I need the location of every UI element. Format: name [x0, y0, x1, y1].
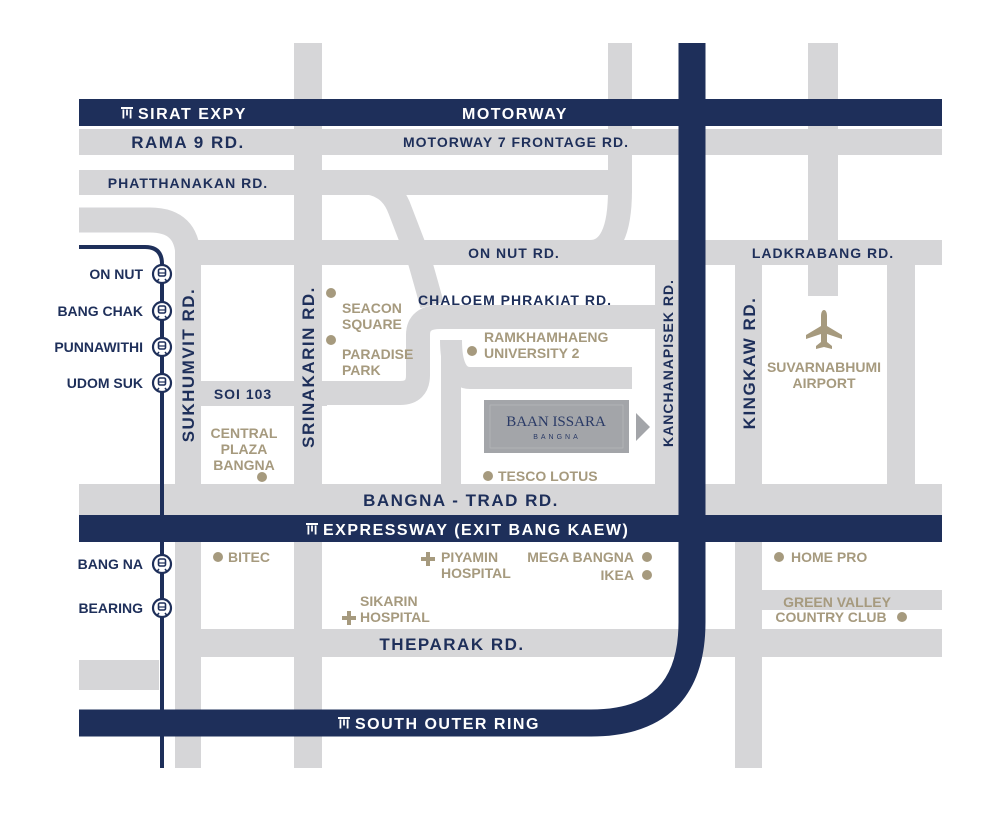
poi-dot-icon — [467, 346, 477, 356]
label-bangna-expressway: EXPRESSWAY (EXIT BANG KAEW) — [323, 522, 629, 539]
label-phatthanakan: PHATTHANAKAN RD. — [108, 175, 268, 191]
poi-dot-icon — [774, 552, 784, 562]
poi-dot-icon — [897, 612, 907, 622]
poi-central-line3: BANGNA — [213, 457, 274, 473]
road-extra-right — [760, 590, 942, 610]
poi-bitec: BITEC — [228, 549, 270, 565]
poi-dot-icon — [642, 570, 652, 580]
local-roads — [79, 43, 942, 768]
poi-dot-icon — [483, 471, 493, 481]
road-kanchanapisek-local — [655, 240, 681, 515]
project-box — [484, 400, 629, 453]
train-station-icon — [151, 300, 173, 322]
train-station-icon — [151, 553, 173, 575]
road-bangna-trad — [79, 484, 942, 515]
poi-ikea: IKEA — [601, 567, 634, 583]
poi-central-line1: CENTRAL — [211, 425, 278, 441]
poi-central-line2: PLAZA — [221, 441, 268, 457]
poi-dot-icon — [213, 552, 223, 562]
station-bang-na: BANG NA — [78, 556, 143, 572]
hospital-cross-icon — [342, 611, 356, 625]
poi-dot-icon — [326, 288, 336, 298]
poi-airport-line2: AIRPORT — [793, 375, 856, 391]
label-theparak: THEPARAK RD. — [379, 635, 524, 654]
label-south-outer-ring: SOUTH OUTER RING — [355, 716, 540, 733]
local-road-curves — [79, 170, 632, 405]
poi-ramkhamhaeng-line1: RAMKHAMHAENG — [484, 329, 609, 345]
label-chaloem: CHALOEM PHRAKIAT RD. — [418, 292, 612, 308]
label-kingkaw: KINGKAW RD. — [740, 297, 759, 430]
label-sirat-expy: SIRAT EXPY — [138, 106, 247, 123]
station-bang-chak: BANG CHAK — [57, 303, 143, 319]
label-ladkrabang: LADKRABANG RD. — [752, 245, 894, 261]
train-station-icon — [151, 372, 173, 394]
poi-homepro: HOME PRO — [791, 549, 867, 565]
train-station-icon — [151, 336, 173, 358]
poi-mega-bangna: MEGA BANGNA — [527, 549, 634, 565]
project-marker: BAAN ISSARA BANGNA — [484, 400, 650, 453]
poi-greenvalley-line1: GREEN VALLEY — [783, 594, 892, 610]
expressway-kanchanapisek — [79, 43, 706, 737]
poi-dot-icon — [326, 335, 336, 345]
poi-sikarin-line1: SIKARIN — [360, 593, 418, 609]
road-lower-left — [79, 660, 159, 690]
points-of-interest: SEACON SQUARE PARADISE PARK RAMKHAMHAENG… — [211, 288, 907, 625]
poi-piyamin-line1: PIYAMIN — [441, 549, 498, 565]
poi-greenvalley-line2: COUNTRY CLUB — [775, 609, 886, 625]
expressway-motorway — [79, 99, 942, 126]
hospital-cross-icon — [421, 552, 435, 566]
label-bangna-trad: BANGNA - TRAD RD. — [363, 491, 559, 510]
project-name: BAAN ISSARA — [506, 414, 606, 430]
airplane-icon — [806, 310, 842, 349]
station-punnawithi: PUNNAWITHI — [54, 339, 143, 355]
expressway-bangna — [79, 515, 942, 542]
poi-sikarin-line2: HOSPITAL — [360, 609, 430, 625]
road-far-right — [887, 240, 915, 485]
expressways — [79, 43, 942, 768]
poi-paradise-line1: PARADISE — [342, 346, 413, 362]
road-sukhumvit — [175, 240, 201, 768]
poi-dot-icon — [642, 552, 652, 562]
poi-seacon-line1: SEACON — [342, 300, 402, 316]
label-rama9: RAMA 9 RD. — [131, 133, 245, 152]
label-motorway: MOTORWAY — [462, 106, 568, 123]
label-kanchanapisek: KANCHANAPISEK RD. — [660, 279, 676, 447]
road-labels: RAMA 9 RD. MOTORWAY 7 FRONTAGE RD. PHATT… — [108, 133, 894, 654]
train-station-icon — [151, 597, 173, 619]
train-station-icon — [151, 263, 173, 285]
station-on-nut: ON NUT — [89, 266, 143, 282]
road-rama9 — [79, 129, 942, 155]
road-phatthanakan — [79, 170, 631, 195]
poi-ramkhamhaeng-line2: UNIVERSITY 2 — [484, 345, 580, 361]
road-kingkaw — [735, 240, 762, 768]
label-motorway7: MOTORWAY 7 FRONTAGE RD. — [403, 134, 629, 150]
poi-tesco: TESCO LOTUS — [498, 468, 598, 484]
poi-airport-line1: SUVARNABHUMI — [767, 359, 881, 375]
label-srinakarin: SRINAKARIN RD. — [299, 286, 318, 448]
road-north-right — [808, 43, 838, 296]
poi-seacon-line2: SQUARE — [342, 316, 402, 332]
poi-paradise-line2: PARK — [342, 362, 381, 378]
station-udom-suk: UDOM SUK — [67, 375, 143, 391]
bts-stations: ON NUT BANG CHAK PUNNAWITHI UDOM SUK BAN… — [54, 263, 173, 619]
pointer-arrow-icon — [636, 413, 650, 441]
label-soi103: SOI 103 — [214, 386, 272, 402]
road-srinakarin — [294, 43, 322, 768]
poi-dot-icon — [257, 472, 267, 482]
station-bearing: BEARING — [78, 600, 143, 616]
expressway-labels: SIRAT EXPY MOTORWAY EXPRESSWAY (EXIT BAN… — [121, 106, 629, 733]
poi-piyamin-line2: HOSPITAL — [441, 565, 511, 581]
project-subtitle: BANGNA — [533, 434, 581, 441]
label-on-nut: ON NUT RD. — [468, 245, 560, 261]
label-sukhumvit: SUKHUMVIT RD. — [179, 288, 198, 443]
